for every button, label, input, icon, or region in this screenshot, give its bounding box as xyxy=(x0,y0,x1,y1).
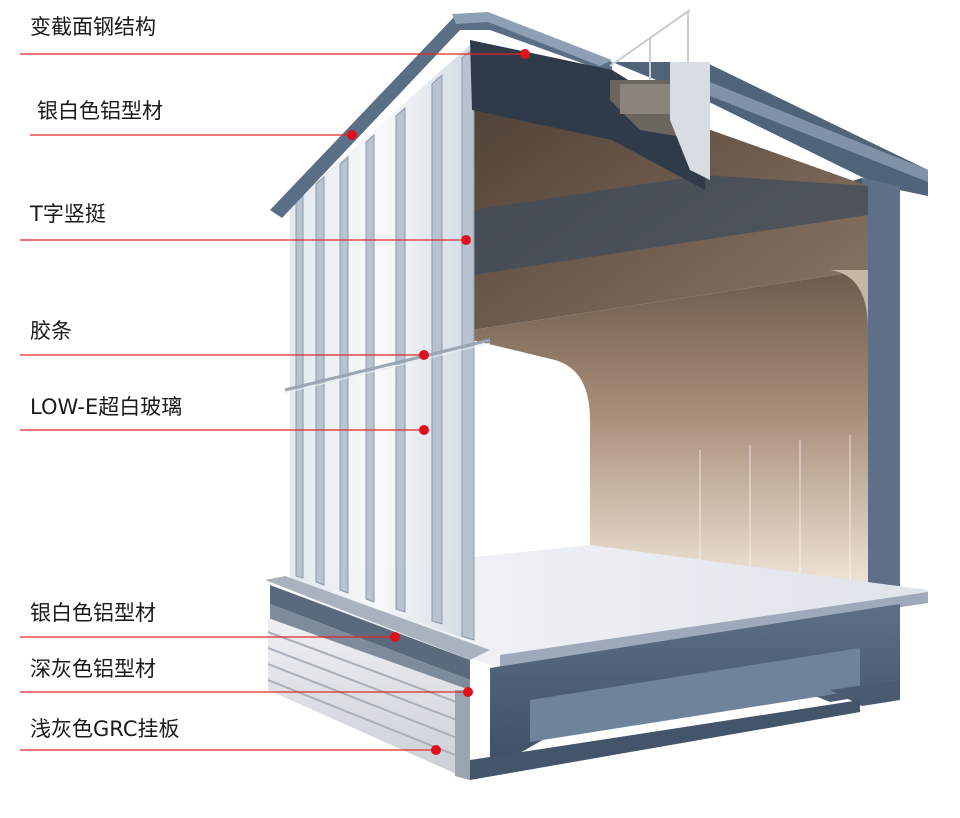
marker-dot-silver-aluminum-bottom xyxy=(390,632,400,642)
marker-dot-low-e-glass xyxy=(419,425,429,435)
top-eave xyxy=(270,9,710,218)
label-sealing-strip: 胶条 xyxy=(30,319,72,343)
label-silver-aluminum-bottom: 银白色铝型材 xyxy=(30,601,156,625)
marker-dot-sealing-strip xyxy=(419,350,429,360)
label-low-e-glass: LOW-E超白玻璃 xyxy=(30,395,183,419)
label-dark-gray-aluminum: 深灰色铝型材 xyxy=(30,657,156,681)
glass-curtain-wall xyxy=(284,45,491,641)
bottom-panels xyxy=(265,576,490,780)
marker-dot-variable-section-steel xyxy=(520,49,530,59)
marker-dot-silver-aluminum-top xyxy=(347,130,357,140)
marker-dot-t-mullion xyxy=(461,235,471,245)
label-variable-section-steel: 变截面钢结构 xyxy=(30,15,156,39)
label-t-mullion: T字竖挺 xyxy=(30,202,106,226)
leader-lines xyxy=(20,53,525,751)
marker-dot-light-gray-grc-panel xyxy=(431,745,441,755)
marker-dot-dark-gray-aluminum xyxy=(463,687,473,697)
label-silver-aluminum-top: 银白色铝型材 xyxy=(37,99,163,123)
marker-dots xyxy=(347,49,530,755)
label-light-gray-grc-panel: 浅灰色GRC挂板 xyxy=(30,717,180,741)
